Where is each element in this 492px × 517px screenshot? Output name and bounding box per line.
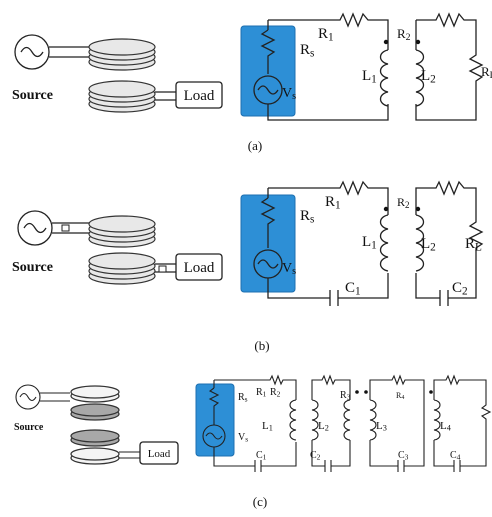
ac-source-icon xyxy=(14,34,50,70)
panel-c-rs-label: Rs xyxy=(238,392,248,404)
load-label: Load xyxy=(184,88,215,104)
panel-c-l3-label: L3 xyxy=(376,420,387,433)
tx-coil-icon xyxy=(88,38,156,71)
caption-b: (b) xyxy=(254,338,269,353)
panel-c-vs-label: Vs xyxy=(238,432,248,444)
rx-coil-icon xyxy=(88,80,156,113)
source-label: Source xyxy=(12,260,53,275)
panel-a-l1-label: L1 xyxy=(362,68,377,85)
c1-capacitor-icon xyxy=(254,460,262,472)
panel-c-c4-label: C4 xyxy=(450,450,461,462)
load-box xyxy=(175,81,223,109)
panel-c-l4-label: L4 xyxy=(440,420,452,433)
panel-a-r2-label: R2 xyxy=(397,26,411,43)
sine-icon xyxy=(19,392,37,402)
l1-inductor-icon xyxy=(289,399,297,441)
load-box xyxy=(139,441,179,465)
l2-inductor-icon xyxy=(311,399,319,441)
panel-b-c2-label: C2 xyxy=(452,280,468,297)
panel-c-l2-label: L2 xyxy=(318,420,329,433)
rs-resistor-icon xyxy=(260,29,276,74)
panel-b-sketch: Load Source xyxy=(12,210,223,285)
panel-a-sketch: Load Source xyxy=(12,34,223,113)
coil-4-icon xyxy=(70,447,120,465)
c2-capacitor-icon xyxy=(324,460,332,472)
ac-source-icon xyxy=(15,384,41,410)
tx-coil-icon xyxy=(88,215,156,248)
rs-resistor-icon xyxy=(260,197,276,248)
load-box xyxy=(175,253,223,281)
coil-2-icon xyxy=(70,403,120,421)
c2-capacitor-icon xyxy=(439,290,449,306)
panel-b-rs-label: Rs xyxy=(300,208,314,225)
rx-coil-icon xyxy=(88,252,156,285)
coil-3-icon xyxy=(70,429,120,447)
panel-b-l1-label: L1 xyxy=(362,234,377,251)
l2-inductor-icon xyxy=(415,214,425,272)
panel-a-r1-label: R1 xyxy=(318,26,334,43)
c3-capacitor-icon xyxy=(397,460,405,472)
panel-c-c2-label: C2 xyxy=(310,450,321,462)
source-label: Source xyxy=(14,422,44,433)
caption-c: (c) xyxy=(253,494,267,509)
panel-c-l1-label: L1 xyxy=(262,420,273,433)
panel-a-vs-label: Vs xyxy=(282,86,296,102)
coil-1-icon xyxy=(70,385,120,403)
panel-c-circuit: Rs R1 R2 R3 R4 L1 L2 L3 L4 Vs C1 C2 C3 C… xyxy=(195,374,492,509)
caption-a: (a) xyxy=(248,138,262,153)
ac-source-icon xyxy=(17,210,53,246)
rs-resistor-icon xyxy=(208,387,220,425)
source-box xyxy=(195,383,235,457)
panel-a-l2-label: L2 xyxy=(421,68,436,85)
l2-inductor-icon xyxy=(415,49,425,107)
panel-c-c3-label: C3 xyxy=(398,450,409,462)
panel-a-rl-label: RL xyxy=(481,64,492,81)
panel-c-r4-label: R4 xyxy=(396,391,404,401)
panel-b-rl-label: RL xyxy=(465,236,482,253)
panel-c-c1-label: C1 xyxy=(256,450,267,462)
panel-a: Load Source Rs R1 R2 L1 L2 RL Vs (a) xyxy=(12,12,492,153)
l4-inductor-icon xyxy=(433,399,441,441)
panel-b-vs-label: Vs xyxy=(282,261,296,277)
panel-c-r1-label: R1 xyxy=(256,387,267,399)
panel-b-r2-label: R2 xyxy=(397,195,410,210)
load-label: Load xyxy=(184,260,215,276)
panel-b-l2-label: L2 xyxy=(421,236,436,253)
source-label: Source xyxy=(12,88,53,103)
panel-b-c1-label: C1 xyxy=(345,280,361,297)
panel-c-r2-label: R2 xyxy=(270,387,281,399)
sine-icon xyxy=(20,46,44,58)
panel-b: Load Source Rs R1 R2 L1 L2 RL Vs C1 C2 xyxy=(12,180,484,353)
panel-b-circuit: Rs R1 R2 L1 L2 RL Vs C1 C2 (b) xyxy=(240,180,484,353)
sine-icon xyxy=(23,222,47,234)
panel-c-sketch: Load Source xyxy=(14,384,179,465)
panel-a-circuit: Rs R1 R2 L1 L2 RL Vs (a) xyxy=(240,12,492,153)
panel-c: Load Source xyxy=(14,374,492,509)
panel-a-rs-label: Rs xyxy=(300,42,314,59)
panel-b-r1-label: R1 xyxy=(325,194,341,211)
panel-c-r3-label: R3 xyxy=(340,390,351,402)
load-label: Load xyxy=(148,448,171,460)
c4-capacitor-icon xyxy=(453,460,461,472)
c1-capacitor-icon xyxy=(329,290,339,306)
l3-inductor-icon xyxy=(369,399,377,441)
l1-inductor-icon xyxy=(379,214,389,272)
l1-inductor-icon xyxy=(379,49,389,107)
l2b-inductor-icon xyxy=(343,399,351,441)
